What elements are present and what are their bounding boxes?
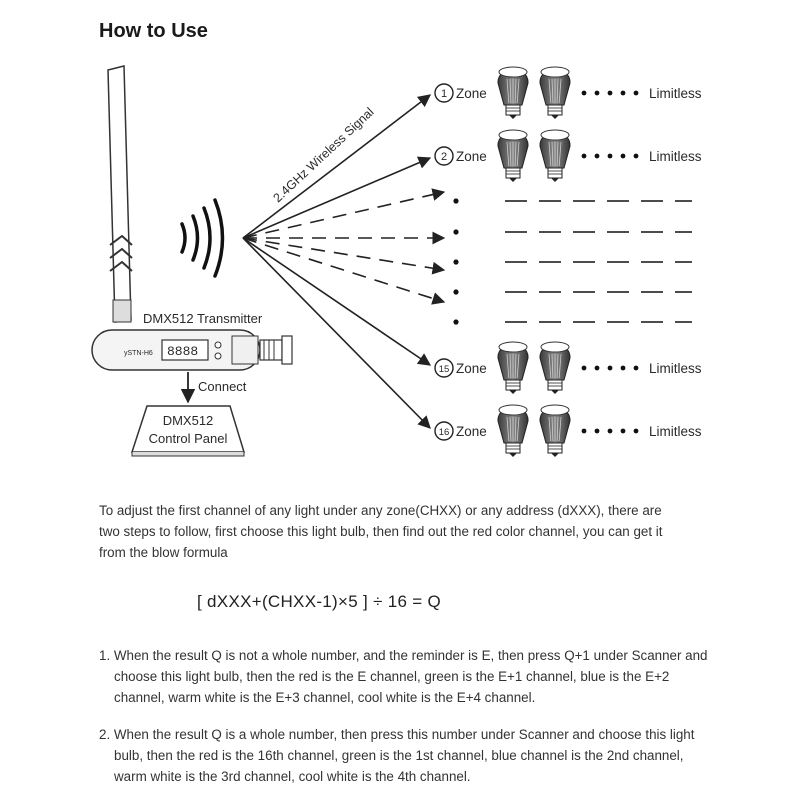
zone-row-1: 1 Zone Limitless [434,66,702,119]
zone-number-badge: 16 [434,421,454,441]
device-display: 8888 [167,344,198,359]
arrow-zone-2 [242,156,432,239]
device-brand: ySTN-H6 [124,350,153,357]
step-1-text: 1. When the result Q is not a whole numb… [99,648,708,705]
light-bulb-icon [497,341,529,394]
zone-row-16: 16 Zone Limitless [434,404,702,457]
arrow-dashed-4 [242,237,446,305]
zone-number: 15 [439,364,450,375]
more-bulbs-dots [581,428,639,434]
arrow-zone-1 [242,94,432,239]
zone-label: Zone [456,86,487,101]
antenna-icon [107,65,133,323]
more-bulbs-dots [581,153,639,159]
limitless-label: Limitless [649,361,702,376]
light-bulb-icon [539,341,571,394]
transmitter-label: DMX512 Transmitter [143,311,263,326]
zone-label: Zone [456,361,487,376]
panel-line1: DMX512 [163,413,214,428]
connect-label: Connect [198,379,247,394]
more-bulbs-dots [581,365,639,371]
light-bulb-icon [497,404,529,457]
zone-number: 2 [441,151,447,163]
more-bulbs-dots [581,90,639,96]
transmitter-device: ySTN-H6 8888 [91,329,293,371]
control-panel: DMX512 Control Panel [130,405,246,457]
setup-diagram: ySTN-H6 8888 DMX512 Transmitter Connect … [91,65,702,457]
zone-number-badge: 15 [434,358,454,378]
page-title: How to Use [99,20,208,42]
light-bulb-icon [497,66,529,119]
panel-line2: Control Panel [149,431,228,446]
zone-number-badge: 1 [434,83,454,103]
arrow-dashed-1 [242,188,446,239]
signal-label: 2.4GHz Wireless Signal [270,105,376,205]
ellipsis-row [453,259,692,265]
arrow-zone-16 [242,237,431,429]
zone-row-2: 2 Zone Limitless [434,129,702,182]
zone-label: Zone [456,424,487,439]
light-bulb-icon [539,66,571,119]
ellipsis-row [453,198,692,204]
signal-arrows [242,94,446,429]
light-bulb-icon [497,129,529,182]
wireless-waves-icon [180,198,225,278]
zone-label: Zone [456,149,487,164]
more-zones-placeholder [453,198,692,325]
zone-number-badge: 2 [434,146,454,166]
arrow-dashed-3 [242,237,446,275]
ellipsis-row [453,319,692,325]
intro-paragraph: To adjust the first channel of any light… [99,503,663,560]
light-bulb-icon [539,404,571,457]
step-2-text: 2. When the result Q is a whole number, … [99,727,695,784]
arrow-zone-15 [242,237,432,366]
zone-number: 1 [441,88,447,100]
zone-row-15: 15 Zone Limitless [434,341,702,394]
channel-formula: [ dXXX+(CHXX-1)×5 ] ÷ 16 = Q [197,592,442,611]
zone-number: 16 [439,427,450,438]
limitless-label: Limitless [649,86,702,101]
ellipsis-row [453,229,692,235]
light-bulb-icon [539,129,571,182]
ellipsis-row [453,289,692,295]
limitless-label: Limitless [649,424,702,439]
limitless-label: Limitless [649,149,702,164]
